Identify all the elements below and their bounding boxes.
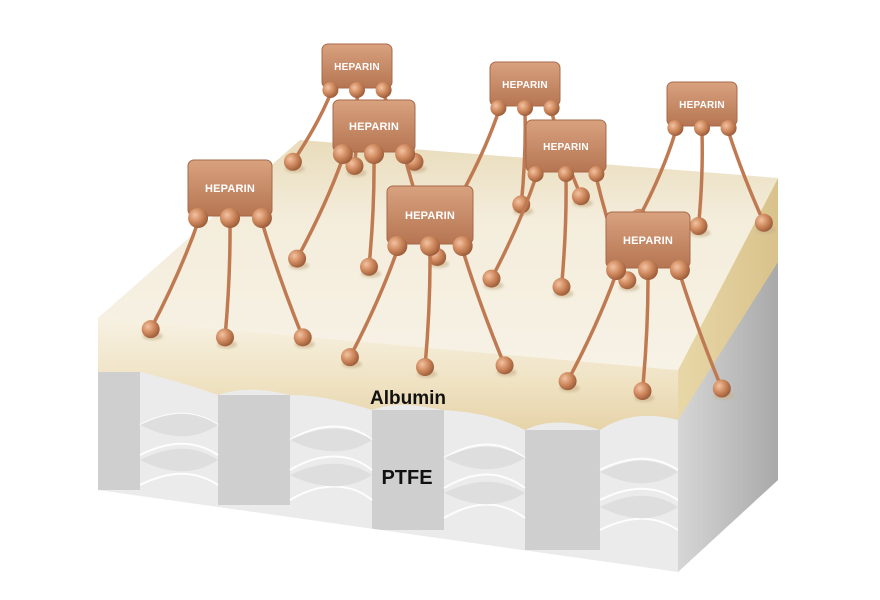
heparin-foot-ball	[141, 320, 160, 339]
heparin-label: HEPARIN	[349, 121, 399, 133]
heparin-stalk	[460, 248, 507, 368]
ptfe-label: PTFE	[381, 467, 432, 489]
heparin-foot-ball	[345, 156, 364, 175]
heparin-foot-ball	[340, 348, 359, 367]
heparin-foot-ball	[288, 249, 307, 268]
heparin-joint-ball	[387, 236, 408, 256]
heparin-label: HEPARIN	[405, 210, 455, 222]
heparin-joint-ball	[720, 120, 737, 136]
heparin-foot-ball	[360, 257, 378, 276]
heparin-label: HEPARIN	[543, 142, 589, 153]
heparin-label: HEPARIN	[502, 80, 548, 91]
heparin-stalk	[148, 220, 200, 331]
heparin-stalk	[565, 272, 618, 383]
heparin-molecule: HEPARIN	[340, 185, 517, 378]
heparin-joint-ball	[669, 260, 690, 280]
heparin-joint-ball	[527, 166, 544, 182]
heparin-joint-ball	[452, 236, 473, 256]
heparin-foot-ball	[216, 328, 234, 347]
heparin-foot-ball	[416, 358, 434, 376]
heparin-foot-ball	[754, 213, 773, 232]
heparin-label: HEPARIN	[679, 100, 725, 111]
heparin-joint-ball	[667, 120, 684, 136]
heparin-stalk	[696, 130, 705, 228]
heparin-molecules: HEPARIN HEPARIN HEPARIN HEPARIN HEPARIN HEPAR…	[141, 43, 776, 402]
heparin-molecule: HEPARIN	[141, 159, 315, 349]
heparin-stalk	[726, 130, 766, 225]
heparin-molecule: HEPARIN	[288, 99, 450, 278]
heparin-joint-ball	[517, 100, 533, 116]
heparin-joint-ball	[251, 208, 272, 228]
heparin-joint-ball	[588, 166, 605, 182]
heparin-foot-ball	[633, 382, 652, 400]
heparin-stalk	[348, 248, 400, 359]
heparin-foot-ball	[558, 372, 577, 391]
heparin-stalk	[559, 176, 568, 289]
heparin-stalk	[678, 272, 724, 391]
heparin-joint-ball	[395, 144, 416, 164]
heparin-joint-ball	[220, 208, 240, 228]
heparin-molecule: HEPARIN	[630, 81, 776, 238]
heparin-joint-ball	[558, 166, 574, 182]
heparin-foot-ball	[293, 328, 312, 347]
heparin-joint-ball	[420, 236, 440, 256]
heparin-joint-ball	[606, 260, 627, 280]
heparin-stalk	[295, 156, 345, 261]
heparin-label: HEPARIN	[623, 235, 673, 247]
heparin-stalk	[367, 156, 376, 269]
heparin-joint-ball	[188, 208, 209, 228]
heparin-foot-ball	[482, 269, 501, 288]
heparin-foot-ball	[712, 379, 731, 398]
heparin-joint-ball	[332, 144, 353, 164]
heparin-joint-ball	[694, 120, 710, 136]
heparin-foot-ball	[283, 152, 302, 171]
albumin-label: Albumin	[370, 388, 446, 409]
heparin-stalk	[637, 130, 678, 220]
heparin-joint-ball	[375, 82, 392, 98]
heparin-stalk	[223, 220, 232, 340]
heparin-label: HEPARIN	[334, 62, 380, 73]
heparin-molecule: HEPARIN	[482, 119, 640, 298]
heparin-stalk	[260, 220, 305, 340]
heparin-label: HEPARIN	[205, 183, 255, 195]
heparin-stalk	[640, 272, 650, 393]
heparin-joint-ball	[543, 100, 560, 116]
heparin-molecule: HEPARIN	[558, 211, 734, 402]
heparin-joint-ball	[638, 260, 658, 280]
heparin-foot-ball	[571, 187, 590, 206]
heparin-joint-ball	[322, 82, 339, 98]
heparin-joint-ball	[349, 82, 365, 98]
heparin-stalk	[519, 110, 527, 207]
heparin-foot-ball	[495, 356, 514, 375]
heparin-stalk	[423, 248, 432, 369]
heparin-foot-ball	[689, 217, 708, 236]
heparin-stalk	[489, 176, 538, 281]
heparin-joint-ball	[364, 144, 384, 164]
heparin-joint-ball	[490, 100, 507, 116]
heparin-foot-ball	[552, 277, 571, 296]
